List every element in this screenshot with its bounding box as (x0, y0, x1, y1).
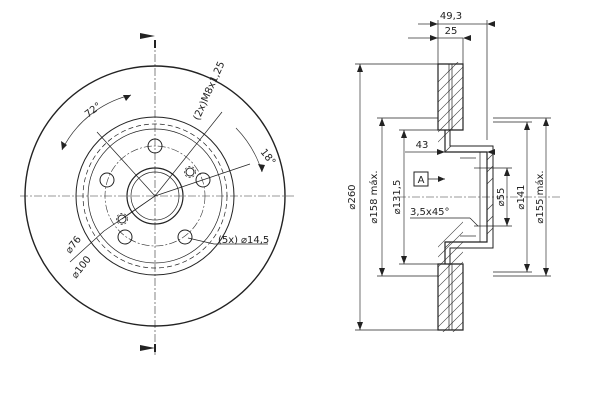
arrowhead (61, 141, 67, 150)
disc-lower-outline (437, 263, 464, 331)
disc-upper-outline (437, 63, 464, 131)
hat-outer-outline (449, 130, 494, 264)
diameter-radial-line (103, 195, 156, 232)
dia-55-label: ⌀55 (496, 188, 507, 207)
threaded-holes (116, 166, 196, 225)
hat-hidden-circle (82, 123, 228, 269)
disc-outer-circle (24, 65, 286, 327)
dia-260-label: ⌀260 (347, 184, 358, 209)
dia-155-label: ⌀155 máx. (534, 170, 546, 223)
section-arrow-bottom (140, 345, 155, 351)
angle-72-arc (61, 94, 132, 151)
bolt-hole (195, 172, 211, 188)
bolt-hole (147, 138, 163, 154)
threaded-hole (117, 214, 127, 224)
thickness-disc-label: 25 (445, 26, 458, 37)
angle-18-arc (235, 127, 263, 173)
hole-diameter-label: ⌀14,5 (241, 235, 269, 246)
holes-leader-line (187, 237, 268, 245)
hat-outline (444, 130, 488, 264)
angle-72-label: 72° (83, 101, 104, 121)
threaded-hole-thread (184, 166, 196, 178)
arrowhead (123, 95, 131, 101)
arrowhead (258, 164, 265, 172)
hat-outer-circle (87, 128, 223, 264)
friction-ring-inner-circle (75, 116, 235, 276)
chamfer-leader-tip (469, 217, 479, 227)
depth-label: 43 (416, 140, 429, 151)
bolt-hole (117, 229, 133, 245)
dia-131-label: ⌀131,5 (392, 180, 403, 215)
friction-ring-section (437, 62, 464, 332)
angle-radial-line (154, 163, 251, 197)
bolt-circle (104, 145, 206, 247)
dia-100-label: ⌀100 (70, 254, 94, 281)
dia-76-label: ⌀76 (64, 234, 84, 256)
threaded-hole-thread (116, 213, 128, 225)
thread-radial-line (154, 111, 223, 197)
bolt-hole (177, 229, 193, 245)
bolt-radial-line (96, 131, 156, 197)
bolt-hole (99, 172, 115, 188)
hat-section (444, 130, 494, 264)
threaded-hole (185, 167, 195, 177)
chamfer-label: 3,5x45° (410, 207, 450, 218)
section-arrow-top (140, 33, 155, 39)
thickness-overall-label: 49,3 (440, 11, 462, 22)
datum-label: A (418, 175, 425, 186)
dia-141-label: ⌀141 (516, 184, 527, 209)
section-view: 49,3 25 43 A 3,5x45° ⌀260 ⌀158 máx. (347, 11, 560, 332)
dia-158-label: ⌀158 máx. (368, 170, 380, 223)
bolt-holes (99, 138, 211, 245)
center-bore-inner-circle (130, 171, 180, 221)
front-view: 72° 18° (2x)M8x1,25 (5x) ⌀14,5 ⌀76 ⌀100 (20, 33, 295, 355)
holes-count-label: (5x) (218, 235, 238, 246)
dia-leader-line (69, 230, 105, 263)
center-bore-circle (126, 167, 184, 225)
thread-spec-label: (2x)M8x1,25 (192, 60, 228, 122)
